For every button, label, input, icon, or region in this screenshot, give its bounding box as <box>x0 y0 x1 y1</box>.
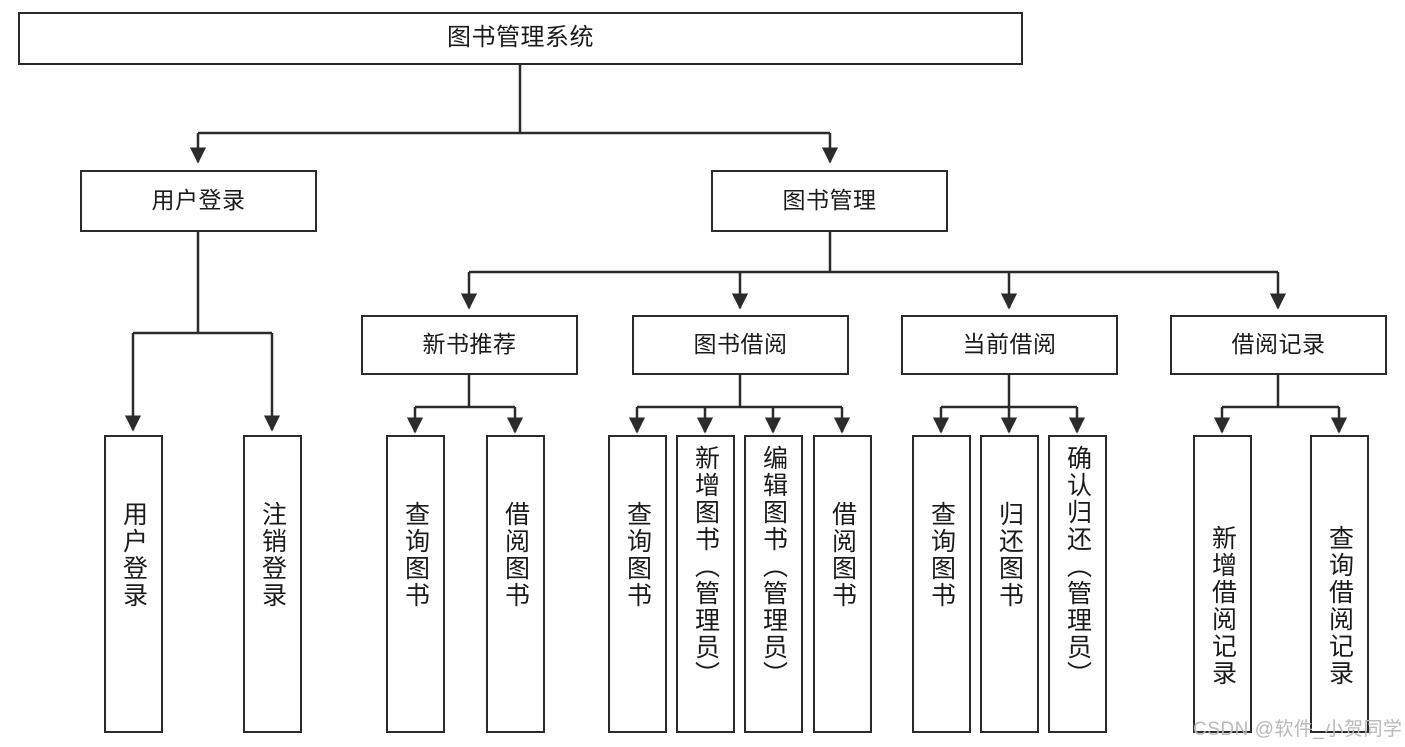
leaf-user-logout[interactable]: 注销登录 <box>243 435 302 733</box>
node-new-book-recommend-label: 新书推荐 <box>422 331 517 358</box>
leaf-add-record[interactable]: 新增借阅记录 <box>1193 435 1252 733</box>
leaf-query-book-2[interactable]: 查询图书 <box>608 435 667 733</box>
leaf-edit-book[interactable]: 编辑图书（管理员） <box>744 435 803 733</box>
leaf-user-logout-label: 注销登录 <box>258 501 287 609</box>
node-book-manage[interactable]: 图书管理 <box>711 170 948 232</box>
node-book-borrow-label: 图书借阅 <box>693 331 788 358</box>
node-borrow-record-label: 借阅记录 <box>1231 331 1326 358</box>
leaf-query-book-2-label: 查询图书 <box>623 501 652 609</box>
node-user-login-label: 用户登录 <box>151 187 246 214</box>
node-user-login[interactable]: 用户登录 <box>80 170 317 232</box>
node-current-borrow-label: 当前借阅 <box>962 331 1057 358</box>
node-book-manage-label: 图书管理 <box>782 187 877 214</box>
leaf-return-book[interactable]: 归还图书 <box>980 435 1039 733</box>
node-book-borrow[interactable]: 图书借阅 <box>632 315 849 375</box>
leaf-query-record-label: 查询借阅记录 <box>1325 525 1354 687</box>
node-root[interactable]: 图书管理系统 <box>18 12 1023 65</box>
leaf-add-book-label: 新增图书（管理员） <box>691 445 720 688</box>
node-current-borrow[interactable]: 当前借阅 <box>901 315 1118 375</box>
leaf-user-login[interactable]: 用户登录 <box>104 435 163 733</box>
leaf-edit-book-label: 编辑图书（管理员） <box>759 445 788 688</box>
leaf-query-book-1[interactable]: 查询图书 <box>386 435 445 733</box>
leaf-confirm-return[interactable]: 确认归还（管理员） <box>1048 435 1107 733</box>
leaf-add-record-label: 新增借阅记录 <box>1208 525 1237 687</box>
node-new-book-recommend[interactable]: 新书推荐 <box>361 315 578 375</box>
leaf-confirm-return-label: 确认归还（管理员） <box>1063 445 1092 688</box>
leaf-return-book-label: 归还图书 <box>995 501 1024 609</box>
leaf-query-book-1-label: 查询图书 <box>401 501 430 609</box>
leaf-query-book-3[interactable]: 查询图书 <box>912 435 971 733</box>
leaf-user-login-label: 用户登录 <box>119 501 148 609</box>
leaf-borrow-book-2[interactable]: 借阅图书 <box>813 435 872 733</box>
csdn-watermark: CSDN @软件_小贺同学 <box>1193 719 1403 740</box>
leaf-query-record[interactable]: 查询借阅记录 <box>1310 435 1369 733</box>
leaf-query-book-3-label: 查询图书 <box>927 501 956 609</box>
leaf-add-book[interactable]: 新增图书（管理员） <box>676 435 735 733</box>
leaf-borrow-book-1[interactable]: 借阅图书 <box>486 435 545 733</box>
leaf-borrow-book-1-label: 借阅图书 <box>501 501 530 609</box>
leaf-borrow-book-2-label: 借阅图书 <box>828 501 857 609</box>
node-borrow-record[interactable]: 借阅记录 <box>1170 315 1387 375</box>
node-root-label: 图书管理系统 <box>447 24 594 52</box>
